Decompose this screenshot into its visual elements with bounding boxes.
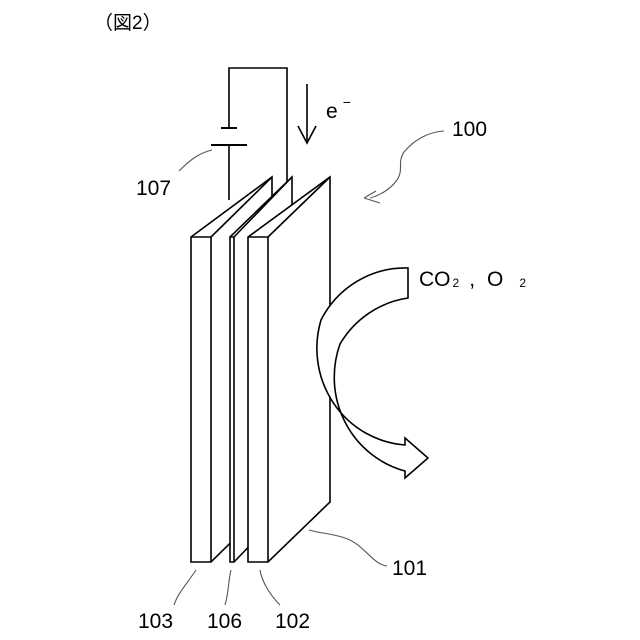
leader-line-102 <box>260 570 280 605</box>
leader-line-100 <box>364 131 444 203</box>
electron-label: e− <box>326 94 351 123</box>
plate-102 <box>248 177 330 562</box>
label-100: 100 <box>452 118 487 141</box>
label-101: 101 <box>392 557 427 580</box>
label-107: 107 <box>136 177 171 200</box>
external-circuit-wire <box>229 68 287 205</box>
electron-flow-arrow <box>298 84 316 143</box>
leader-line-106 <box>225 570 231 605</box>
label-102: 102 <box>275 610 310 633</box>
leader-line-103 <box>174 570 196 605</box>
gas-label: CO2,O2 <box>419 268 526 291</box>
figure-title: （図2） <box>94 12 162 34</box>
leader-line-101 <box>309 530 387 566</box>
leader-line-107 <box>179 150 212 171</box>
battery-symbol <box>211 128 247 145</box>
gas-flow-curved-arrow <box>317 268 428 478</box>
label-106: 106 <box>207 610 242 633</box>
label-103: 103 <box>138 610 173 633</box>
